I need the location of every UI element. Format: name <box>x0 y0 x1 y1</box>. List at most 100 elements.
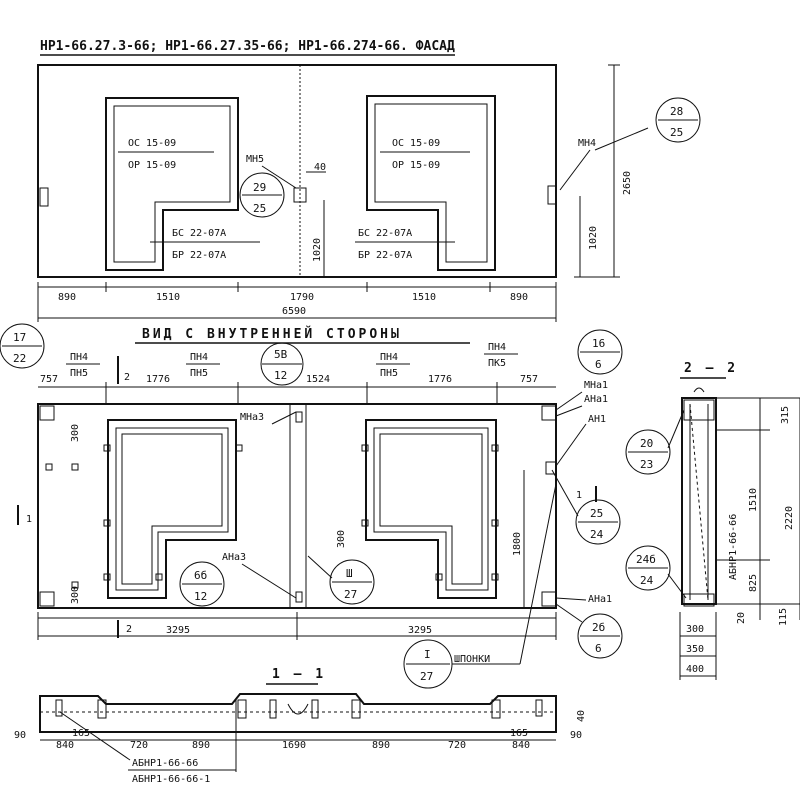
svg-text:27: 27 <box>344 588 357 601</box>
section-1-1-inserts <box>55 699 543 719</box>
facade-left-opening <box>105 97 239 271</box>
svg-text:ПН5: ПН5 <box>380 368 398 379</box>
svg-text:28: 28 <box>670 105 683 118</box>
svg-text:23: 23 <box>640 458 653 471</box>
facade-left-door-bottom: БР 22-07А <box>172 250 226 261</box>
section-1-mark-left: 1 <box>26 514 32 525</box>
s11-label-b: АБНР1-66-66-1 <box>132 774 210 785</box>
inner-dim-1800: 1800 <box>512 532 523 556</box>
inner-left-opening <box>107 419 237 599</box>
svg-text:5В: 5В <box>274 348 288 361</box>
inner-dim-top-1: 757 <box>40 374 58 385</box>
section-2-mark-bottom: 2 <box>126 624 132 635</box>
inner-view-title: ВИД С ВНУТРЕННЕЙ СТОРОНЫ <box>142 326 402 342</box>
s22-dim-1510: 1510 <box>748 488 759 512</box>
inner-dim-top-5: 757 <box>520 374 538 385</box>
svg-text:6б: 6б <box>194 569 207 582</box>
svg-text:20: 20 <box>640 437 653 450</box>
s11-dim-bottom-7: 840 <box>512 740 530 751</box>
section-1-1-title: 1 — 1 <box>272 667 326 682</box>
facade-left-anchor <box>39 187 49 207</box>
section-1-1-body <box>39 693 557 733</box>
svg-text:17: 17 <box>13 331 26 344</box>
inner-panel <box>37 403 557 609</box>
svg-text:Ш: Ш <box>346 567 353 580</box>
facade-view: НР1-66.27.3-66; НР1-66.27.35-66; НР1-66.… <box>37 39 701 322</box>
facade-dim-bottom-3: 1790 <box>290 292 314 303</box>
svg-text:6: 6 <box>595 642 602 655</box>
s11-dim-bottom-2: 720 <box>130 740 148 751</box>
shponki-label: ШПОНКИ <box>454 654 490 665</box>
inner-dim-300-c: 300 <box>336 530 347 548</box>
s11-dim-165-left: 165 <box>72 728 90 739</box>
facade-dim-40: 40 <box>314 162 326 173</box>
facade-dim-bottom-2: 1510 <box>156 292 180 303</box>
inner-anchor-bl <box>39 591 55 607</box>
svg-text:12: 12 <box>194 590 207 603</box>
svg-text:16: 16 <box>592 337 605 350</box>
s22-dim-2220: 2220 <box>784 506 795 530</box>
ana1-label: АНа1 <box>584 394 608 405</box>
svg-text:25: 25 <box>670 126 683 139</box>
inner-dim-bottom-2: 3295 <box>408 625 432 636</box>
facade-title: НР1-66.27.3-66; НР1-66.27.35-66; НР1-66.… <box>40 39 455 54</box>
callout-6b-12 <box>179 561 225 607</box>
inner-anchor-tl <box>39 405 55 421</box>
s22-dim-825: 825 <box>748 574 759 592</box>
section-1-1: 1 — 1 90 90 40 165 165 840 720 890 1690 … <box>14 667 587 785</box>
ana1-bottom-label: АНа1 <box>588 594 612 605</box>
s22-dim-400: 400 <box>686 664 704 675</box>
facade-panel <box>37 64 557 278</box>
svg-text:6: 6 <box>595 358 602 371</box>
callout-16-6 <box>577 329 623 375</box>
s11-dim-bottom-4: 1690 <box>282 740 306 751</box>
svg-text:ПН5: ПН5 <box>70 368 88 379</box>
callout-20-23 <box>625 429 671 475</box>
inner-dim-300-b: 300 <box>70 586 81 604</box>
facade-left-window-bottom: ОР 15-09 <box>128 160 176 171</box>
svg-text:ПН4: ПН4 <box>190 352 208 363</box>
s22-dim-115: 115 <box>778 608 789 626</box>
facade-dim-bottom-4: 1510 <box>412 292 436 303</box>
ana3-label: АНа3 <box>222 552 246 563</box>
callout-24b-24 <box>625 545 671 591</box>
an1-label: АН1 <box>588 414 606 425</box>
facade-right-window-bottom: ОР 15-09 <box>392 160 440 171</box>
svg-text:25: 25 <box>590 507 603 520</box>
inner-view: ВИД С ВНУТРЕННЕЙ СТОРОНЫ 17 22 5В 12 16 … <box>0 323 623 689</box>
mna3-label: МНа3 <box>240 412 264 423</box>
facade-mn5-plate <box>293 187 307 203</box>
facade-dim-1020-mid: 1020 <box>312 238 323 262</box>
facade-dim-2650: 2650 <box>622 171 633 195</box>
inner-anchor-mr <box>545 461 557 475</box>
inner-anchor-tr <box>541 405 557 421</box>
inner-dim-top-2: 1776 <box>146 374 170 385</box>
svg-text:24: 24 <box>640 574 654 587</box>
section-2-2: 2 — 2 АБНР1-66-66 315 1510 2220 825 115 … <box>625 361 800 680</box>
s11-dim-40: 40 <box>576 710 587 722</box>
callout-2b-6 <box>577 613 623 659</box>
section-2-2-title: 2 — 2 <box>684 361 738 376</box>
facade-right-opening <box>366 95 496 271</box>
s11-dim-bottom-3: 890 <box>192 740 210 751</box>
facade-dim-1020-right: 1020 <box>588 226 599 250</box>
svg-text:27: 27 <box>420 670 433 683</box>
svg-text:ПН4: ПН4 <box>380 352 398 363</box>
facade-mn4-label: МН4 <box>578 138 596 149</box>
facade-right-window-top: ОС 15-09 <box>392 138 440 149</box>
facade-left-door-top: БС 22-07А <box>172 228 226 239</box>
inner-anchor-br <box>541 591 557 607</box>
s11-dim-90-left: 90 <box>14 730 26 741</box>
svg-text:ПК5: ПК5 <box>488 358 506 369</box>
section-1-mark-right: 1 <box>576 490 582 501</box>
facade-dim-total: 6590 <box>282 306 306 317</box>
facade-dim-bottom-5: 890 <box>510 292 528 303</box>
facade-right-anchor <box>547 185 557 205</box>
section-2-mark-top: 2 <box>124 372 130 383</box>
callout-25-24 <box>575 499 621 545</box>
callout-sh-27 <box>329 559 375 605</box>
inner-dim-300-a: 300 <box>70 424 81 442</box>
svg-text:I: I <box>424 648 431 661</box>
facade-mn5-label: МН5 <box>246 154 264 165</box>
